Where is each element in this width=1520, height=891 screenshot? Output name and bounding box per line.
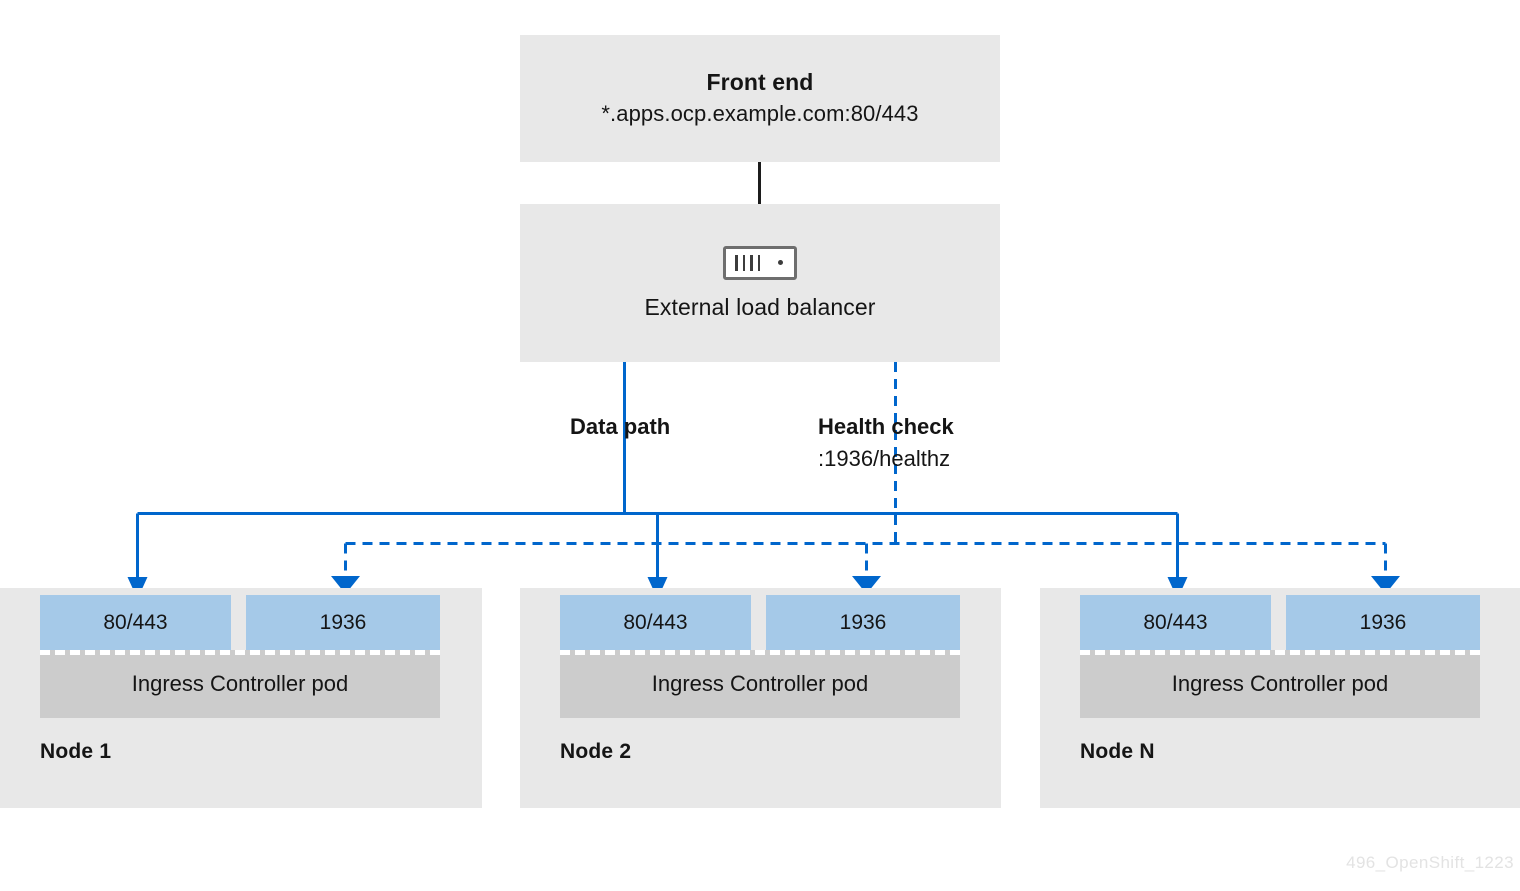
frontend-title: Front end [706, 69, 814, 96]
health-port: 1936 [246, 595, 440, 650]
health-port: 1936 [766, 595, 960, 650]
load-balancer-label: External load balancer [644, 293, 876, 320]
ingress-controller-pod: Ingress Controller pod [40, 650, 440, 718]
watermark-label: 496_OpenShift_1223 [1346, 853, 1514, 872]
frontend-subtitle: *.apps.ocp.example.com:80/443 [601, 101, 919, 127]
frontend-to-loadbalancer-connector [758, 162, 761, 204]
ingress-controller-pod: Ingress Controller pod [1080, 650, 1480, 718]
health-check-label: Health check :1936/healthz [818, 411, 954, 475]
pod-separator [560, 650, 960, 655]
data-port: 80/443 [560, 595, 751, 650]
frontend-box: Front end *.apps.ocp.example.com:80/443 [520, 35, 1000, 162]
pod-separator [40, 650, 440, 655]
node-label: Node 1 [40, 740, 112, 763]
data-path-wires [127, 362, 1188, 599]
ports-row: 80/443 1936 [560, 595, 960, 650]
data-path-label-text: Data path [570, 414, 671, 439]
ingress-controller-pod: Ingress Controller pod [560, 650, 960, 718]
data-path-label: Data path [570, 411, 670, 443]
node-box-1: 80/443 1936 Ingress Controller pod Node … [0, 588, 482, 808]
health-port: 1936 [1286, 595, 1480, 650]
node-box-2: 80/443 1936 Ingress Controller pod Node … [520, 588, 1001, 808]
load-balancer-box: External load balancer [520, 204, 1000, 362]
server-rack-bars [735, 254, 760, 271]
node-label: Node N [1080, 740, 1155, 763]
health-check-label-text: Health check [818, 414, 954, 439]
ports-row: 80/443 1936 [1080, 595, 1480, 650]
data-port: 80/443 [1080, 595, 1271, 650]
health-check-endpoint-text: :1936/healthz [818, 445, 951, 471]
server-rack-icon [723, 245, 797, 280]
node-box-n: 80/443 1936 Ingress Controller pod Node … [1040, 588, 1520, 808]
node-label: Node 2 [560, 740, 632, 763]
data-port: 80/443 [40, 595, 231, 650]
pod-separator [1080, 650, 1480, 655]
ports-row: 80/443 1936 [40, 595, 440, 650]
server-rack-led-dot [778, 260, 783, 265]
